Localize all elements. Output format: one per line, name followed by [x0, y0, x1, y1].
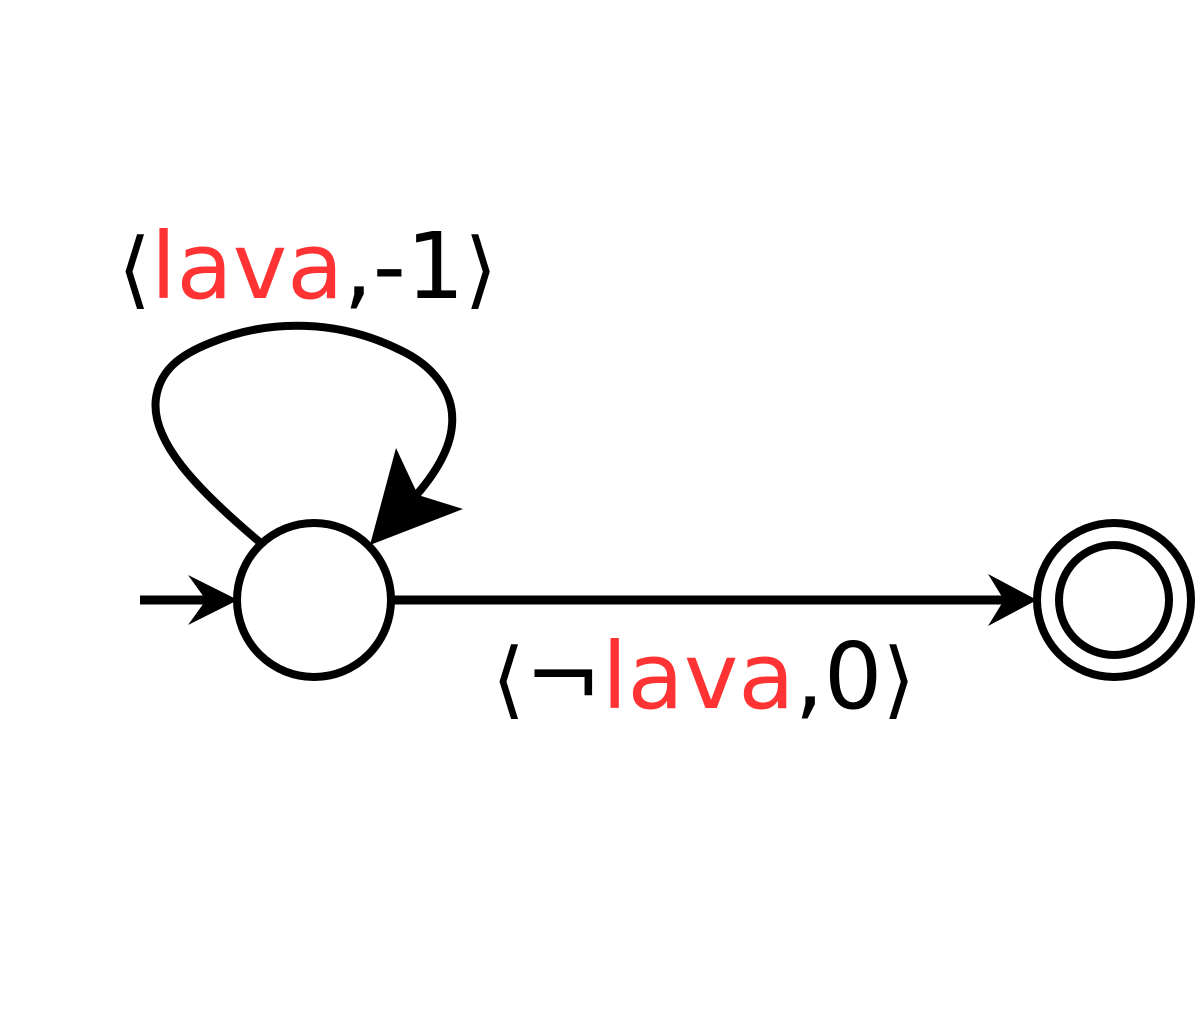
transition-open-bracket: ⟨	[492, 630, 525, 728]
initial-arrow	[140, 575, 238, 625]
transition-proposition: lava	[602, 623, 795, 730]
self-loop-close-bracket: ⟩	[465, 220, 498, 318]
self-loop-open-bracket: ⟨	[118, 220, 151, 318]
self-loop-comma: ,	[344, 213, 373, 320]
transition-label: ⟨¬lava,0⟩	[492, 623, 915, 730]
transition-edge	[393, 574, 1037, 626]
self-loop-edge	[151, 321, 463, 548]
transition-negation: ¬	[525, 623, 602, 730]
self-loop-reward: -1	[373, 213, 465, 320]
initial-state-node	[233, 519, 395, 681]
accepting-state-node	[1033, 519, 1195, 681]
transition-reward: 0	[824, 623, 883, 730]
self-loop-proposition: lava	[151, 213, 344, 320]
transition-close-bracket: ⟩	[882, 630, 915, 728]
transition-comma: ,	[795, 623, 824, 730]
self-loop-label: ⟨lava,-1⟩	[118, 213, 497, 320]
